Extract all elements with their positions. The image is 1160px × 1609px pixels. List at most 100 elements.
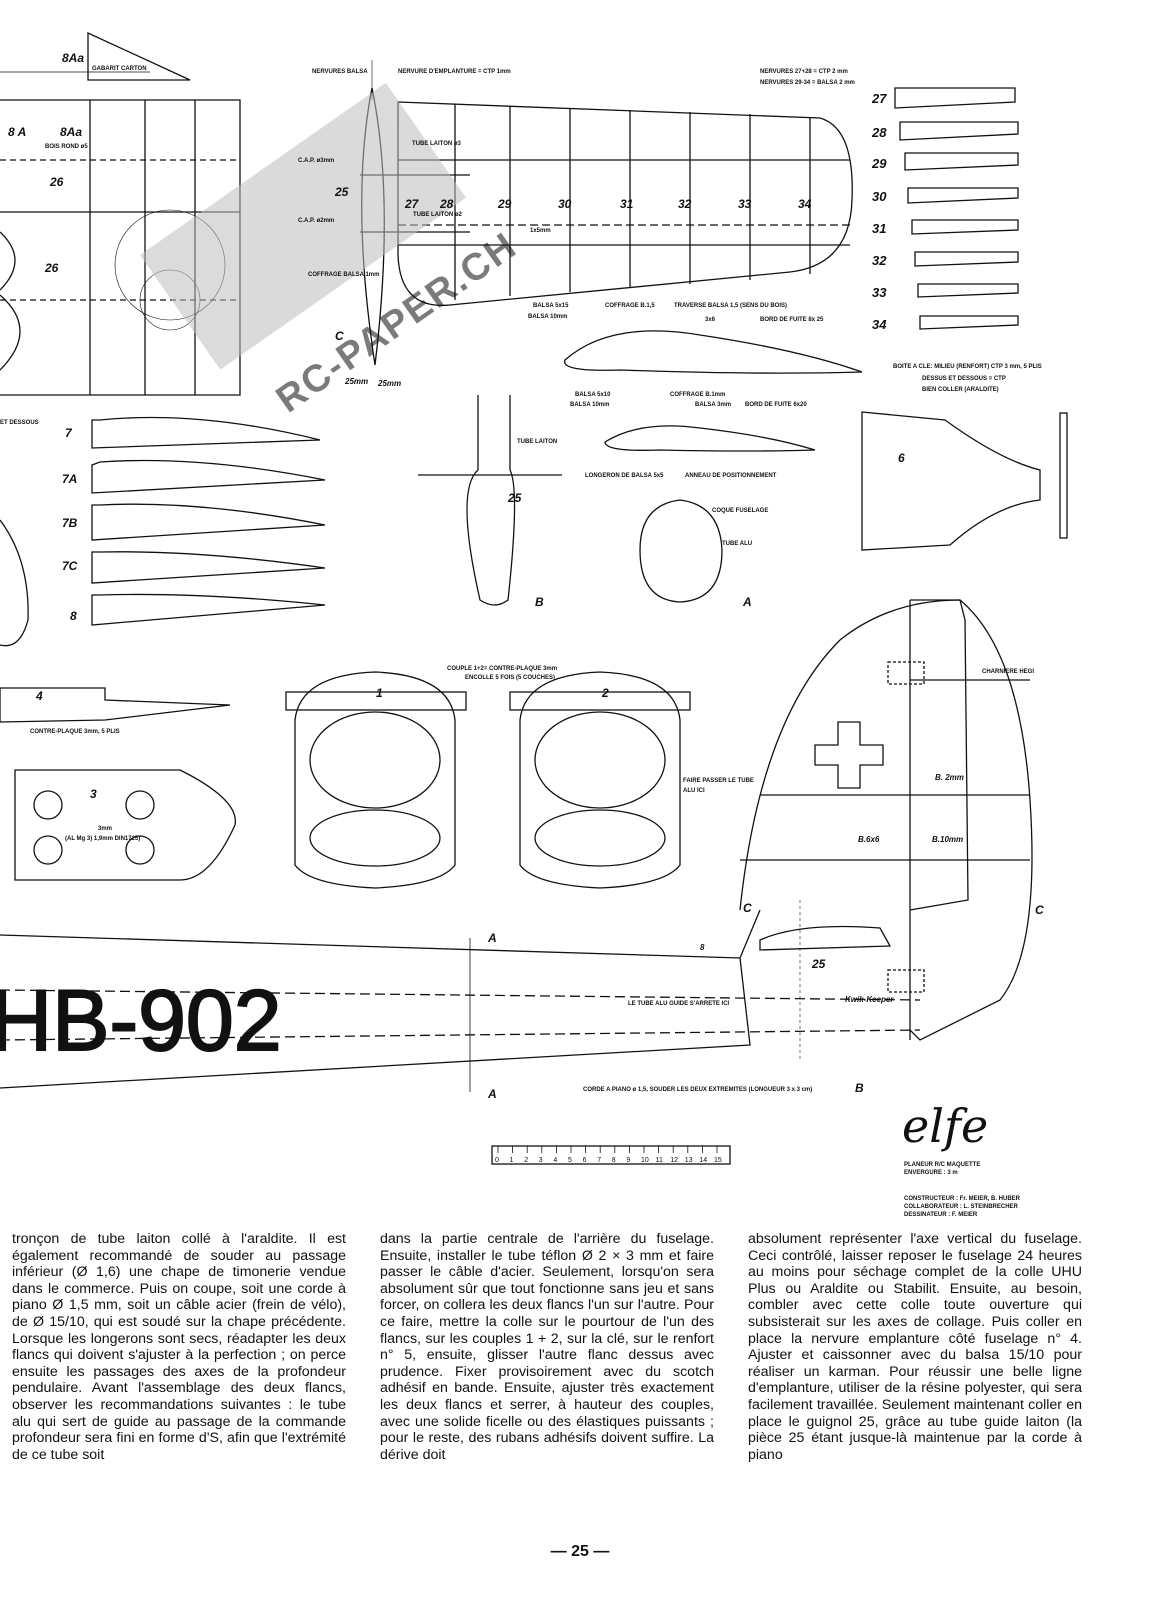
scale-tick-label: 6 — [583, 1157, 587, 1164]
label-balsa-10mm-b: BALSA 10mm — [570, 402, 609, 408]
label-dessus: ET DESSOUS — [0, 420, 39, 426]
fuselage-section-a — [639, 499, 723, 603]
label-dim-1x5: 1x5mm — [530, 228, 551, 234]
label-longeron: LONGERON DE BALSA 5x5 — [585, 473, 664, 479]
label-piece3-1: 3mm — [98, 826, 112, 832]
part-number: 6 — [898, 451, 905, 465]
label-section-a3: A — [487, 1087, 497, 1101]
wing-rib-number: 28 — [439, 197, 454, 211]
part-number: 26 — [44, 261, 59, 275]
registration-mark: HB-902 — [0, 973, 282, 1069]
label-faire-passer-2: ALU ICI — [683, 788, 705, 794]
label-gabarit: GABARIT CARTON — [92, 66, 147, 72]
label-section-c: C — [335, 329, 344, 343]
tip-rib-number: 28 — [871, 125, 887, 140]
control-horn-25 — [466, 395, 516, 606]
fin-rudder — [739, 599, 1033, 1041]
label-section-c3: C — [1035, 903, 1044, 917]
wing-rib-number: 32 — [678, 197, 692, 211]
label-b10mm: B.10mm — [932, 835, 963, 844]
tip-rib-number: 29 — [871, 156, 887, 171]
scale-tick-label: 2 — [524, 1157, 528, 1164]
part-number: 8 — [70, 609, 77, 623]
piece-3-plate — [14, 769, 236, 881]
model-plan-drawing: RC-PAPER.CH HB-902 8Aa GABARIT CARTON NE… — [0, 31, 1068, 1218]
article-text: tronçon de tube laiton collé à l'araldit… — [12, 1231, 1082, 1531]
label-bord-fuite-8x25: BORD DE FUITE 8x 25 — [760, 317, 824, 323]
label-boite-cle-3: BIEN COLLER (ARALDITE) — [922, 387, 999, 393]
label-boite-cle-1: BOITE A CLE: MILIEU (RENFORT) CTP 3 mm, … — [893, 364, 1042, 370]
text-column-1: tronçon de tube laiton collé à l'araldit… — [12, 1231, 346, 1463]
label-coffrage-balsa: COFFRAGE BALSA 1mm — [308, 272, 379, 278]
label-nervures-note-1: NERVURES 27+28 = CTP 2 mm — [760, 69, 848, 75]
scale-tick-label: 3 — [539, 1157, 543, 1164]
fuselage-nose — [0, 519, 29, 647]
label-couple-note-1: COUPLE 1+2= CONTRE-PLAQUE 3mm — [447, 666, 557, 672]
part-number: 3 — [90, 787, 97, 801]
key-box-piece-6 — [861, 411, 1041, 551]
label-balsa-5x10: BALSA 5x10 — [575, 392, 611, 398]
former-1 — [285, 671, 467, 889]
wing-section-profile-2 — [604, 425, 816, 452]
label-kwik: Kwik-Keeper — [845, 995, 894, 1004]
label-nervure-emplanture: NERVURE D'EMPLANTURE = CTP 1mm — [398, 69, 511, 75]
wing-rib-number: 30 — [558, 197, 572, 211]
page-number: — 25 — — [550, 1543, 610, 1560]
scale-ruler — [491, 1145, 731, 1165]
label-section-b2: B — [855, 1081, 864, 1095]
label-credit-3: CONSTRUCTEUR : Fr. MEIER, B. HUBER — [904, 1196, 1021, 1202]
label-section-a: A — [742, 595, 752, 609]
wing-rib-number: 29 — [497, 197, 512, 211]
label-tube-laiton: TUBE LAITON — [517, 439, 557, 445]
label-dim-8: 8 — [700, 943, 705, 952]
stab-ribs — [91, 416, 326, 626]
label-couple-note-2: ENCOLLE 5 FOIS (5 COUCHES) — [465, 675, 555, 681]
gabarit-template — [87, 31, 191, 81]
label-section-c2: C — [743, 901, 752, 915]
label-credit-5: DESSINATEUR : F. MEIER — [904, 1212, 978, 1218]
label-nervures-balsa: NERVURES BALSA — [312, 69, 368, 75]
scale-tick-label: 14 — [699, 1157, 707, 1164]
label-tube-laiton-2: TUBE LAITON ø2 — [413, 212, 463, 218]
label-dim-25mm-b: 25mm — [377, 379, 401, 388]
label-section-a2: A — [487, 931, 497, 945]
part-number: 26 — [49, 175, 64, 189]
scale-tick-label: 0 — [495, 1157, 499, 1164]
part-number: 8Aa — [60, 125, 82, 139]
scale-tick-label: 10 — [641, 1157, 649, 1164]
fuselage-boom — [0, 900, 921, 1092]
part-number: 4 — [35, 689, 43, 703]
label-cap-3mm: C.A.P. ø3mm — [298, 158, 334, 164]
label-bois-rond: BOIS ROND ø5 — [45, 144, 88, 150]
part-number: 2 — [601, 686, 609, 700]
scale-tick-label: 5 — [568, 1157, 572, 1164]
tip-rib-number: 27 — [871, 91, 887, 106]
scale-tick-label: 13 — [685, 1157, 693, 1164]
scale-tick-label: 4 — [553, 1157, 557, 1164]
label-piece3-2: (AL Mg 3) 1,9mm DIN1725) — [65, 836, 140, 842]
wing-rib-number: 27 — [404, 197, 420, 211]
label-b6x6: B.6x6 — [858, 835, 880, 844]
part-number: 7 — [65, 426, 73, 440]
label-contre-plaque: CONTRE-PLAQUE 3mm, 5 PLIS — [30, 729, 120, 735]
wing-rib-number: 33 — [738, 197, 752, 211]
label-coffrage-b1: COFFRAGE B.1mm — [670, 392, 725, 398]
label-boite-cle-2: DESSUS ET DESSOUS = CTP — [922, 376, 1006, 382]
text-column-3: absolument représenter l'axe vertical du… — [748, 1231, 1082, 1463]
tip-rib-number: 33 — [872, 285, 887, 300]
label-tube-laiton-3: TUBE LAITON ø3 — [412, 141, 462, 147]
scale-tick-label: 8 — [612, 1157, 616, 1164]
piece-4-rib — [0, 687, 231, 723]
part-number: 8 A — [8, 125, 26, 139]
wing-rib-number: 34 — [798, 197, 812, 211]
label-tube-alu: TUBE ALU — [722, 541, 752, 547]
part-number: 7C — [62, 559, 78, 573]
label-traverse: TRAVERSE BALSA 1,5 (SENS DU BOIS) — [674, 303, 787, 309]
label-tube-alu-guide: LE TUBE ALU GUIDE S'ARRETE ICI — [628, 1001, 730, 1007]
scale-tick-label: 9 — [626, 1157, 630, 1164]
label-credit-1: PLANEUR R/C MAQUETTE — [904, 1162, 980, 1168]
scale-tick-label: 12 — [670, 1157, 678, 1164]
part-number: 1 — [376, 686, 383, 700]
